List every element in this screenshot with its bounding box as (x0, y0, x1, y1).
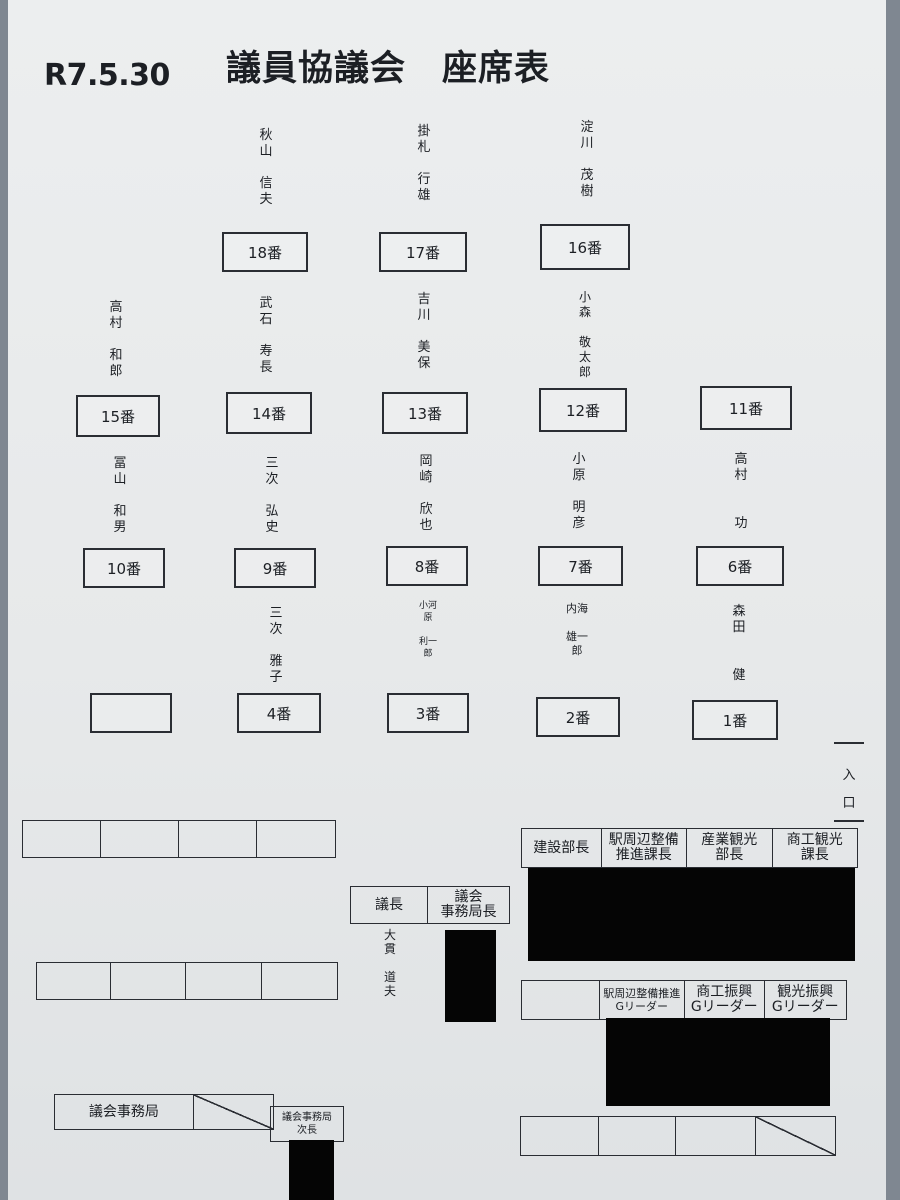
bottom-right-row (520, 1116, 836, 1156)
member-name: 小河原 利一郎 (418, 601, 437, 659)
member-name: 高村 和郎 (109, 300, 123, 379)
secretariat-deputy-box: 議会事務局 次長 (270, 1106, 344, 1142)
seat-18: 18番 (222, 232, 308, 272)
member-name: 三次 雅子 (269, 606, 283, 685)
member-name: 冨山 和男 (113, 456, 127, 535)
seat-16: 16番 (540, 224, 630, 270)
left-table-row-1 (22, 820, 336, 858)
seat-17: 17番 (379, 232, 467, 272)
seating-chart-sheet: R7.5.30 議員協議会 座席表 秋山 信夫 18番 掛札 行雄 17番 淀川… (8, 0, 886, 1200)
seat-1: 1番 (692, 700, 778, 740)
member-name: 武石 寿長 (259, 296, 273, 375)
secretariat-director-label: 議会 事務局長 (440, 889, 497, 920)
member-name: 岡崎 欣也 (419, 454, 433, 533)
secretariat-row: 議会事務局 (54, 1094, 274, 1130)
left-table-row-2 (36, 962, 338, 1000)
entrance-line-top (834, 742, 864, 744)
member-name: 内海 雄一郎 (566, 602, 588, 657)
member-name: 三次 弘史 (265, 456, 279, 535)
chair-name: 大貫 道夫 (383, 928, 396, 998)
seat-2: 2番 (536, 697, 620, 737)
member-name: 掛札 行雄 (417, 124, 431, 203)
seat-6: 6番 (696, 546, 784, 586)
member-name: 高村 功 (734, 452, 748, 531)
seat-9: 9番 (234, 548, 316, 588)
department-heads-row: 建設部長 駅周辺整備 推進課長 産業観光 部長 商工観光 課長 (521, 828, 858, 868)
entrance-line-bottom (834, 820, 864, 822)
member-name: 小原 明彦 (572, 452, 586, 531)
redacted-block (289, 1140, 334, 1200)
document-date: R7.5.30 (44, 58, 170, 93)
seat-12: 12番 (539, 388, 627, 432)
member-name: 吉川 美保 (417, 292, 431, 371)
group-leaders-row: 駅周辺整備推進 Gリーダー 商工振興 Gリーダー 観光振興 Gリーダー (521, 980, 847, 1020)
seat-13: 13番 (382, 392, 468, 434)
member-name: 森田 健 (732, 604, 746, 683)
chair-label: 議長 (351, 887, 429, 923)
seat-8: 8番 (386, 546, 468, 586)
redacted-block (445, 930, 496, 1022)
document-title: 議員協議会 座席表 (226, 49, 551, 89)
seat-14: 14番 (226, 392, 312, 434)
member-name: 秋山 信夫 (259, 128, 273, 207)
seat-7: 7番 (538, 546, 623, 586)
member-name: 小森 敬太郎 (578, 290, 591, 379)
seat-10: 10番 (83, 548, 165, 588)
chair-table: 議長 議会 事務局長 (350, 886, 510, 924)
redacted-block (528, 868, 855, 961)
seat-4: 4番 (237, 693, 321, 733)
member-name: 淀川 茂樹 (580, 120, 594, 199)
seat-empty (90, 693, 172, 733)
seat-15: 15番 (76, 395, 160, 437)
seat-3: 3番 (387, 693, 469, 733)
entrance-label: 入口 (842, 768, 856, 811)
redacted-block (606, 1018, 830, 1106)
seat-11: 11番 (700, 386, 792, 430)
